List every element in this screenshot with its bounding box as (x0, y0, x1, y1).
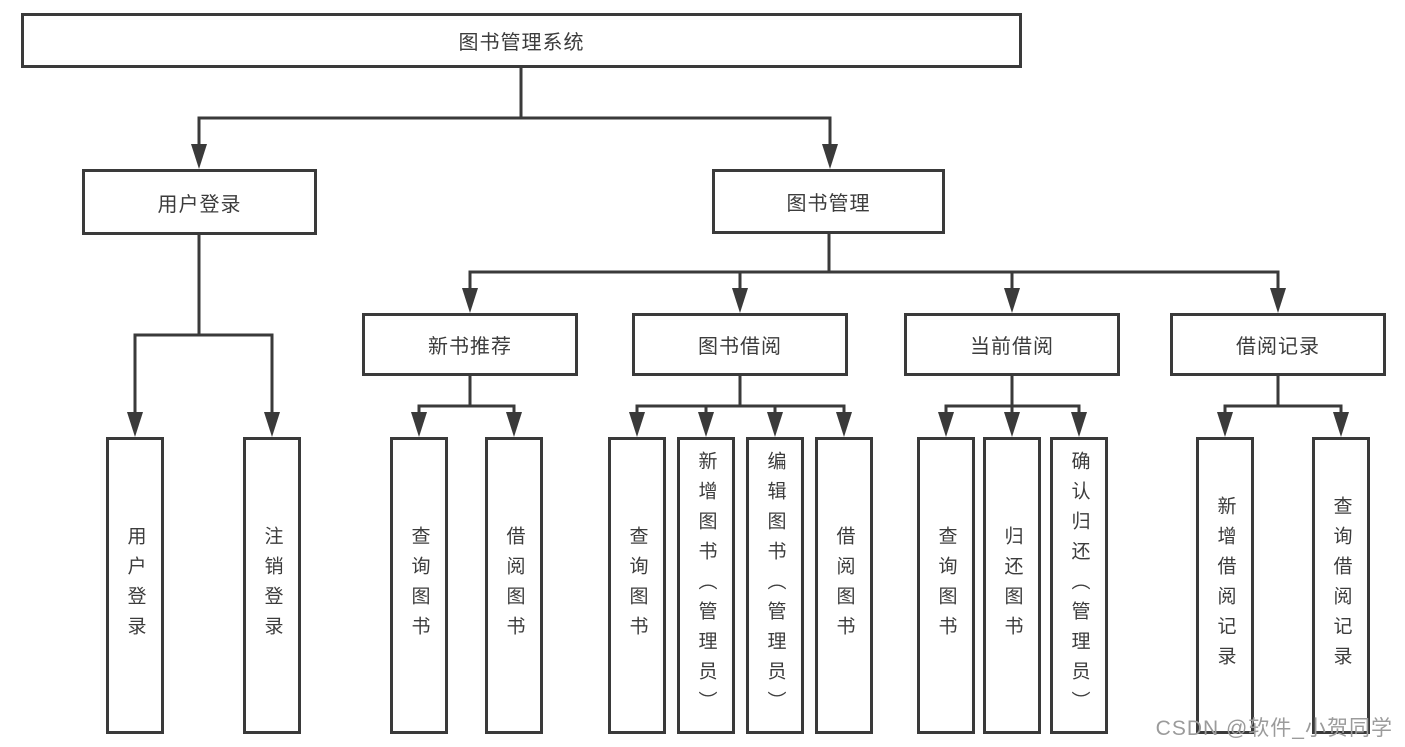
arrowhead (127, 412, 143, 437)
node-label: 查询图书 (408, 525, 430, 646)
node-label: 图书管理 (786, 193, 871, 215)
connector-line (417, 376, 516, 416)
node-book-management: 图书管理 (712, 169, 945, 234)
node-leaf-add-borrow-record: 新增借阅记录 (1196, 437, 1254, 734)
node-leaf-query-books-current: 查询图书 (917, 437, 975, 734)
node-label: 新增图书（管理员） (695, 450, 717, 721)
node-label: 图书借阅 (698, 336, 782, 358)
connector-line (944, 376, 1081, 416)
node-label: 借阅图书 (833, 525, 855, 646)
node-label: 查询图书 (935, 525, 957, 646)
arrowhead (462, 288, 478, 313)
node-borrow-records: 借阅记录 (1170, 313, 1386, 376)
node-label: 借阅图书 (503, 525, 525, 646)
arrowhead (264, 412, 280, 437)
node-label: 新增借阅记录 (1214, 495, 1236, 676)
connector-line (1223, 376, 1343, 416)
node-leaf-borrow-books-recommend: 借阅图书 (485, 437, 543, 734)
node-label: 确认归还（管理员） (1068, 450, 1090, 721)
node-label: 当前借阅 (970, 336, 1054, 358)
arrowhead (506, 412, 522, 437)
connector-new-book-group (411, 376, 522, 437)
node-label: 用户登录 (124, 525, 146, 646)
arrowhead (1333, 412, 1349, 437)
node-leaf-edit-books-admin: 编辑图书（管理员） (746, 437, 804, 734)
connector-line (468, 234, 1280, 292)
arrowhead (1270, 288, 1286, 313)
arrowhead (822, 144, 838, 169)
arrowhead (938, 412, 954, 437)
node-label: 查询图书 (626, 525, 648, 646)
connector-book-management-group (462, 234, 1286, 313)
node-new-book-recommend: 新书推荐 (362, 313, 578, 376)
arrowhead (698, 412, 714, 437)
csdn-watermark: CSDN @软件_小贺同学 (1155, 717, 1393, 740)
node-leaf-borrow-books: 借阅图书 (815, 437, 873, 734)
connector-borrow-records-group (1217, 376, 1349, 437)
arrowhead (1071, 412, 1087, 437)
connector-line (133, 234, 274, 416)
arrowhead (767, 412, 783, 437)
node-leaf-confirm-return-admin: 确认归还（管理员） (1050, 437, 1108, 734)
arrowhead (732, 288, 748, 313)
connector-current-borrow-group (938, 376, 1087, 437)
connector-line (197, 68, 832, 148)
node-label: 注销登录 (261, 525, 283, 646)
node-root: 图书管理系统 (21, 13, 1022, 68)
node-label: 编辑图书（管理员） (764, 450, 786, 721)
node-leaf-query-borrow-record: 查询借阅记录 (1312, 437, 1370, 734)
node-leaf-return-books: 归还图书 (983, 437, 1041, 734)
node-label: 用户登录 (157, 193, 242, 216)
node-leaf-add-books-admin: 新增图书（管理员） (677, 437, 735, 734)
arrowhead (1004, 288, 1020, 313)
arrowhead (1004, 412, 1020, 437)
arrowhead (1217, 412, 1233, 437)
node-leaf-query-books-borrow: 查询图书 (608, 437, 666, 734)
node-user-login: 用户登录 (82, 169, 317, 235)
arrowhead (411, 412, 427, 437)
connector-root-to-level2 (191, 68, 838, 169)
node-label: 图书管理系统 (458, 32, 585, 54)
node-leaf-query-books-recommend: 查询图书 (390, 437, 448, 734)
node-label: 归还图书 (1001, 525, 1023, 646)
node-current-borrow: 当前借阅 (904, 313, 1120, 376)
node-leaf-user-login: 用户登录 (106, 437, 164, 734)
arrowhead (191, 144, 207, 169)
node-leaf-logout: 注销登录 (243, 437, 301, 734)
node-label: 新书推荐 (428, 336, 512, 358)
arrowhead (836, 412, 852, 437)
connector-book-borrow-group (629, 376, 852, 437)
node-label: 借阅记录 (1236, 336, 1320, 358)
connector-line (635, 376, 846, 416)
connector-user-login-group (127, 234, 280, 437)
arrowhead (629, 412, 645, 437)
node-book-borrow: 图书借阅 (632, 313, 848, 376)
node-label: 查询借阅记录 (1330, 495, 1352, 676)
